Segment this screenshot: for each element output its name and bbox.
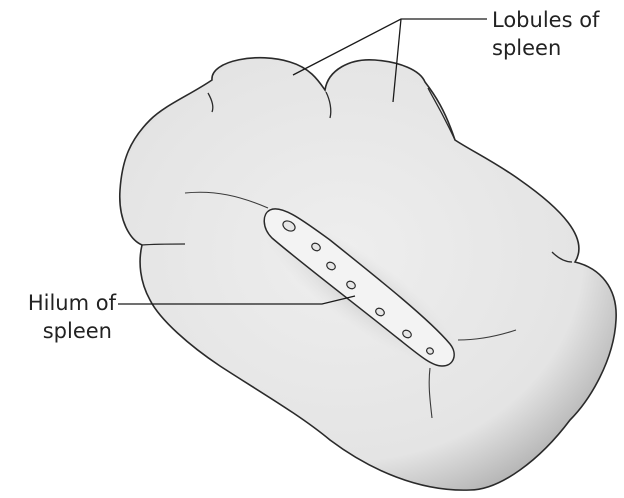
hilum-label-line2: spleen: [6, 317, 116, 345]
lobules-label-line1: Lobules of: [492, 6, 599, 34]
lobules-label: Lobules of spleen: [492, 6, 599, 62]
hilum-label-line1: Hilum of: [6, 289, 116, 317]
hilum-label: Hilum of spleen: [6, 289, 116, 345]
lobules-label-line2: spleen: [492, 34, 599, 62]
